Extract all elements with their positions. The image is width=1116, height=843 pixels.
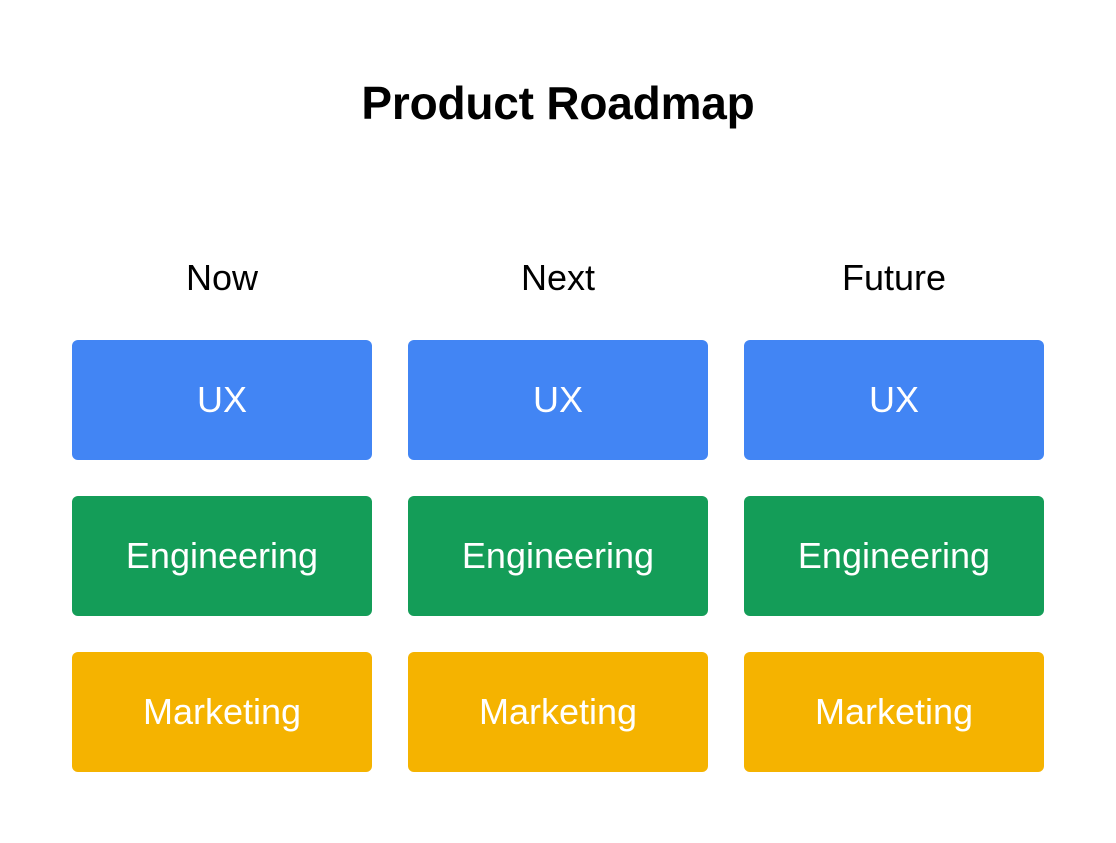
card-engineering-future[interactable]: Engineering [744, 496, 1044, 616]
column-header-future: Future [841, 257, 947, 298]
card-ux-next[interactable]: UX [408, 340, 708, 460]
column-header-now: Now [185, 257, 259, 298]
card-engineering-next[interactable]: Engineering [408, 496, 708, 616]
roadmap-board: Now Next Future UX UX UX Engineering Eng… [72, 252, 1044, 772]
card-ux-now[interactable]: UX [72, 340, 372, 460]
card-label: Marketing [142, 691, 302, 732]
card-label: Marketing [478, 691, 638, 732]
card-label: Engineering [461, 535, 655, 576]
card-marketing-now[interactable]: Marketing [72, 652, 372, 772]
card-label: Engineering [125, 535, 319, 576]
card-label: UX [196, 379, 247, 420]
column-header-next: Next [520, 257, 596, 298]
card-label: Marketing [814, 691, 974, 732]
card-marketing-future[interactable]: Marketing [744, 652, 1044, 772]
card-ux-future[interactable]: UX [744, 340, 1044, 460]
card-label: Engineering [797, 535, 991, 576]
card-label: UX [532, 379, 583, 420]
card-marketing-next[interactable]: Marketing [408, 652, 708, 772]
card-engineering-now[interactable]: Engineering [72, 496, 372, 616]
page-title: Product Roadmap [361, 77, 755, 129]
card-label: UX [868, 379, 919, 420]
